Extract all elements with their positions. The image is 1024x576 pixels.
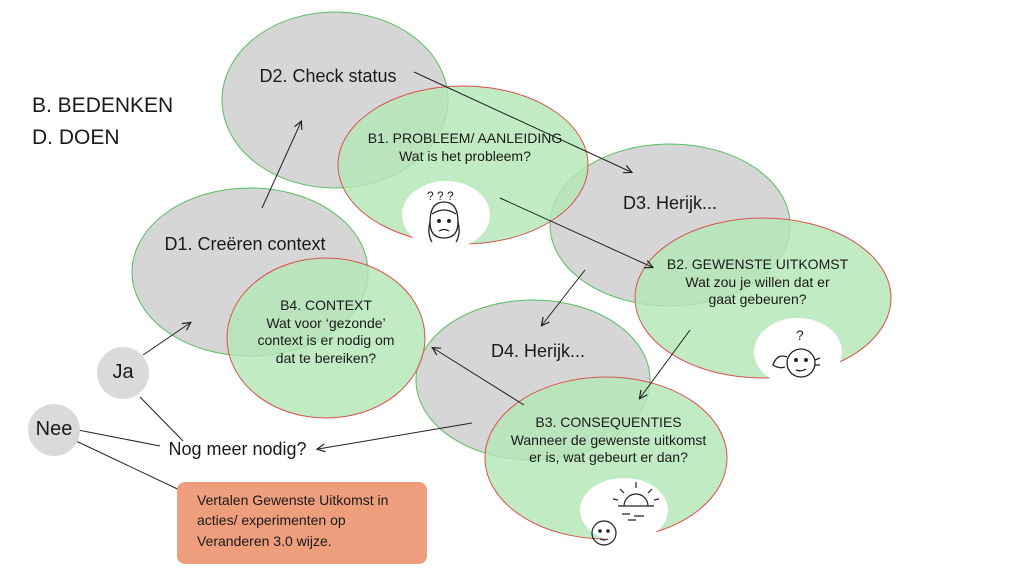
nee-circle: [28, 404, 80, 456]
d2-label: D2. Check status: [259, 66, 397, 86]
d1-label: D1. Creëren context: [164, 234, 326, 254]
legend-doen: D. DOEN: [32, 126, 120, 149]
b4-node: B4. CONTEXT Wat voor ‘gezonde’ context i…: [241, 297, 411, 367]
b2-node: B2. GEWENSTE UITKOMST Wat zou je willen …: [650, 256, 865, 309]
question-label: Nog meer nodig?: [168, 439, 307, 459]
arrow-ja-to-d1: [142, 323, 190, 356]
d4-label: D4. Herijk...: [490, 341, 586, 361]
d3-label: D3. Herijk...: [622, 193, 718, 213]
b3-title: B3. CONSEQUENTIES: [535, 414, 682, 430]
action-line1: Vertalen Gewenste Uitkomst in: [197, 492, 389, 508]
b4-title: B4. CONTEXT: [280, 297, 372, 313]
action-box: Vertalen Gewenste Uitkomst in acties/ ex…: [177, 482, 427, 564]
b4-line3: dat te bereiken?: [275, 349, 377, 366]
b1-title: B1. PROBLEEM/ AANLEIDING: [367, 130, 563, 146]
b4-ellipse: [226, 257, 426, 419]
b3-line1: Wanneer de gewenste uitkomst: [510, 431, 707, 448]
arrow-b2-to-b3: [640, 329, 691, 398]
arrow-d4-to-question: [318, 422, 473, 449]
arrow-d3-to-d4: [542, 269, 586, 325]
b2-line1: Wat zou je willen dat er: [685, 273, 830, 290]
b1-doodle-bg: [402, 181, 490, 249]
b3-line2: er is, wat gebeurt er dan?: [529, 449, 688, 465]
b1-text: Wat is het probleem?: [399, 147, 531, 164]
b4-line2: context is er nodig om: [257, 332, 395, 348]
pondering-face-icon: [772, 348, 821, 378]
b2-title: B2. GEWENSTE UITKOMST: [666, 256, 849, 272]
b1-node: B1. PROBLEEM/ AANLEIDING Wat is het prob…: [350, 130, 580, 165]
arrow-b3-to-b4: [433, 348, 525, 406]
question-mark-b2: ?: [796, 327, 804, 343]
line-question-to-ja: [139, 396, 184, 442]
action-line2: acties/ experimenten op: [197, 512, 346, 529]
arrow-nee-to-action: [75, 440, 188, 494]
legend-bedenken: B. BEDENKEN: [32, 94, 174, 117]
question-marks-b1: ? ? ?: [427, 189, 454, 203]
ja-label: Ja: [112, 361, 134, 383]
sunrise-face-icon: [591, 482, 660, 546]
b2-line2: gaat gebeuren?: [708, 291, 807, 307]
b4-line1: Wat voor ‘gezonde’: [266, 314, 386, 331]
line-question-to-nee: [77, 429, 161, 447]
b3-node: B3. CONSEQUENTIES Wanneer de gewenste ui…: [486, 414, 731, 467]
b2-doodle-bg: [754, 318, 842, 386]
arrow-d2-to-d3: [413, 71, 631, 172]
arrow-d1-to-d2: [261, 122, 301, 209]
b3-doodle-bg: [580, 478, 668, 542]
worried-face-icon: [428, 201, 460, 243]
nee-label: Nee: [35, 418, 73, 440]
ja-circle: [97, 347, 149, 399]
arrow-b1-to-b2: [499, 197, 652, 267]
action-line3: Veranderen 3.0 wijze.: [197, 532, 332, 549]
